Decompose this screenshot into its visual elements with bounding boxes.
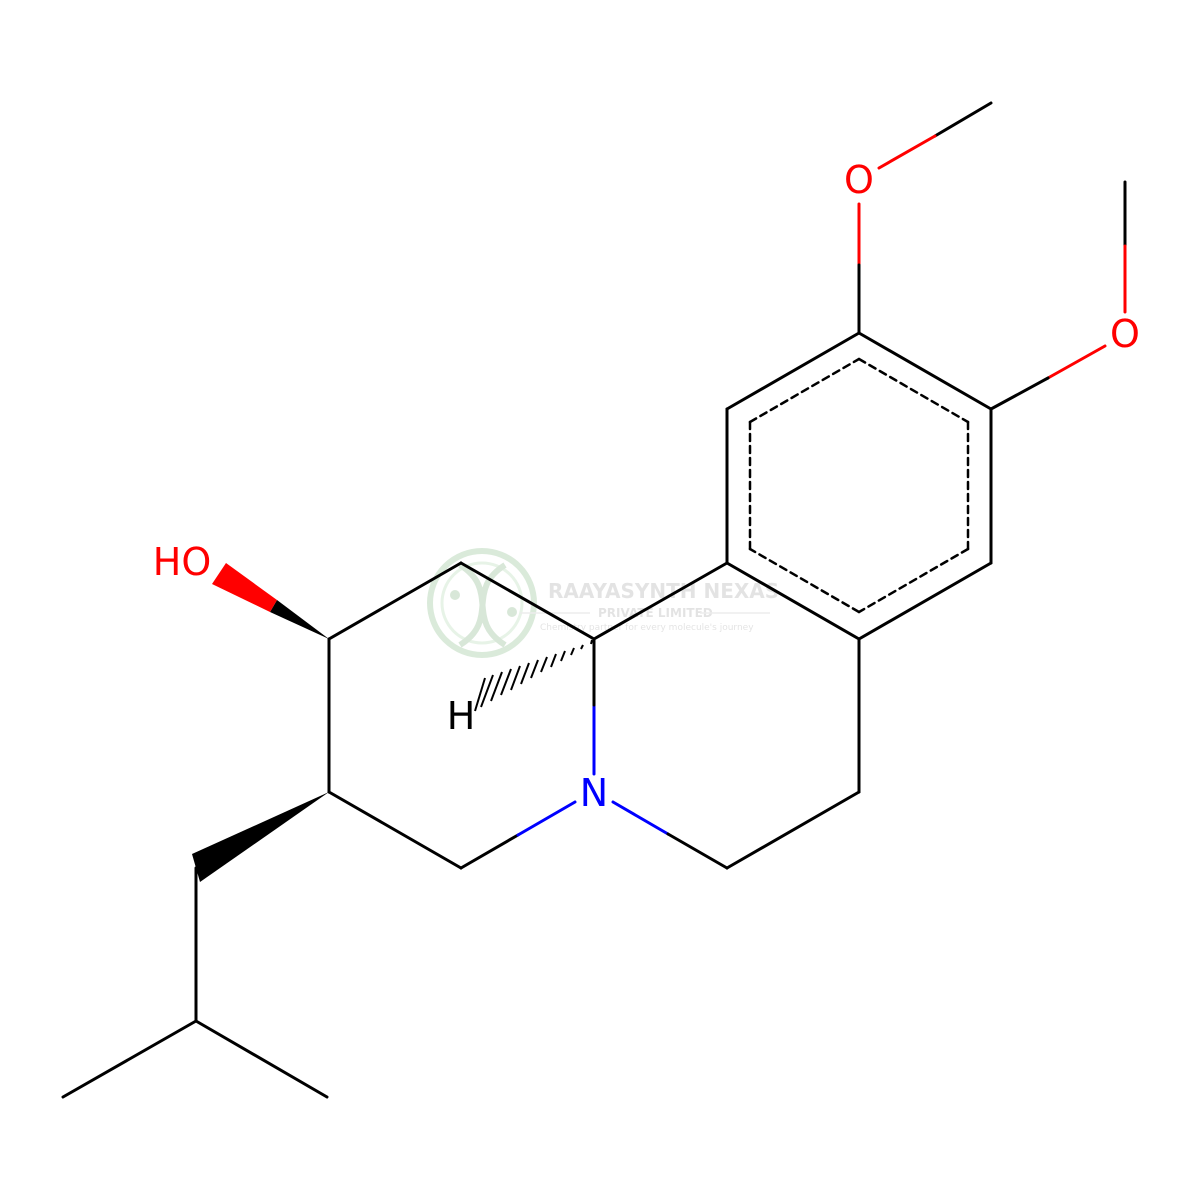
bond-o-right-ring-red [1046, 344, 1107, 380]
bond-ring-1 [857, 331, 993, 411]
watermark-tagline: Chemistry partner for every molecule's j… [540, 623, 754, 633]
bond-ch2-n [459, 833, 520, 870]
bond-ring-4 [725, 561, 861, 641]
bond-n-ch2-blue [611, 800, 670, 836]
wedge-bond-oh-red [212, 563, 277, 612]
bond-ch-ch2 [459, 561, 596, 641]
atom-hydroxyl: HO [153, 540, 211, 584]
bond-methyl-o-top [933, 101, 993, 138]
bond-ch-ch2-n [327, 790, 463, 870]
bond-methyl-o-top-red [877, 134, 937, 170]
bond-ring-6 [725, 331, 861, 411]
bond-n-ch2 [666, 832, 729, 870]
watermark-subtitle: PRIVATE LIMITED [598, 606, 713, 620]
dna-helix-icon [427, 548, 537, 658]
atom-stereo-h: H [447, 694, 476, 738]
bond-ch2-ch2 [725, 790, 861, 870]
hashed-wedge-bond-h [474, 639, 593, 712]
atom-nitrogen: N [580, 771, 608, 815]
bond-isobutyl-methyl-1 [61, 1019, 198, 1099]
bond-ring-3 [857, 561, 993, 641]
atom-o-methoxy-right: O [1110, 312, 1140, 356]
bond-isobutyl-methyl-2 [194, 1019, 329, 1099]
bond-ch2-n-blue [516, 800, 577, 837]
atom-o-methoxy-top: O [844, 158, 874, 202]
bond-aryl-ch [592, 561, 729, 641]
bonds [61, 101, 1127, 1099]
wedge-bond-oh-black [270, 600, 329, 639]
bond-o-right-ring [989, 376, 1050, 411]
wedge-bond-isobutyl [192, 792, 329, 882]
aromatic-inner-ring [748, 357, 970, 614]
bond-ch2-choh [327, 561, 463, 641]
